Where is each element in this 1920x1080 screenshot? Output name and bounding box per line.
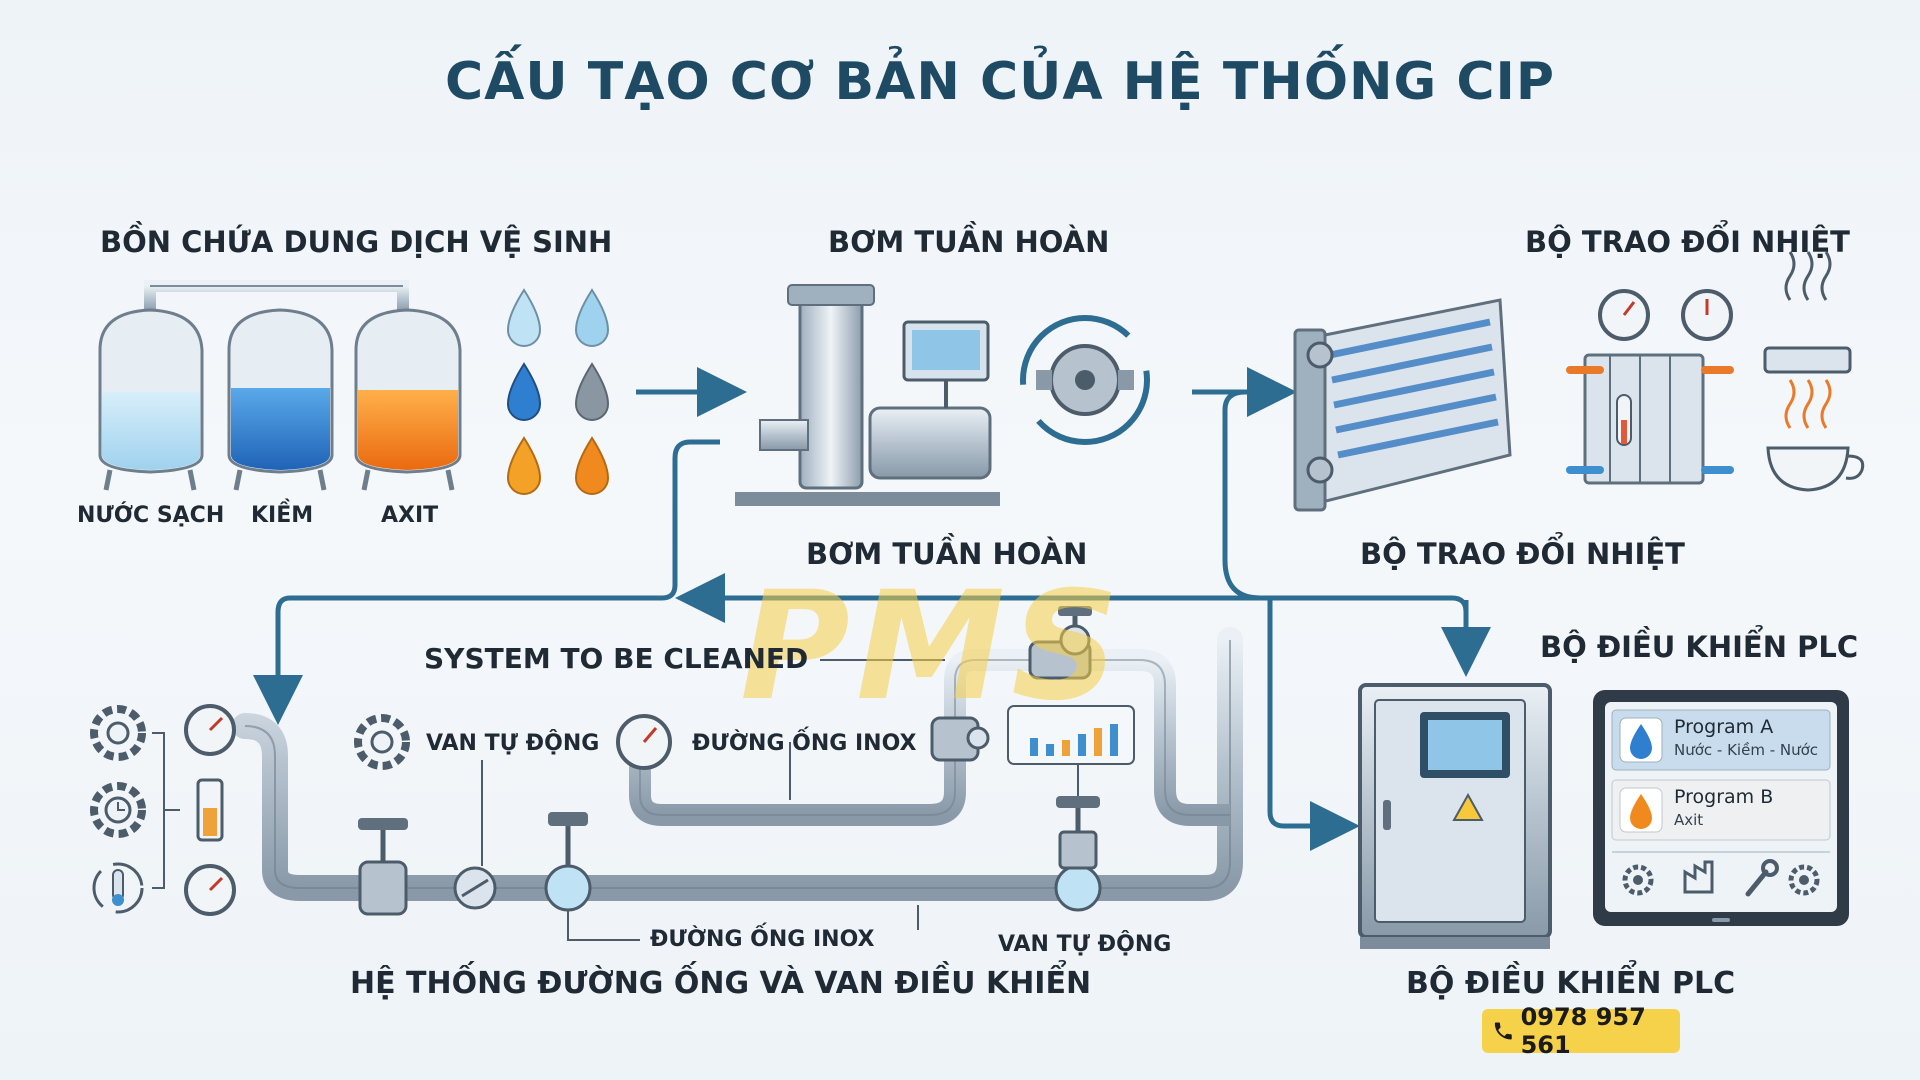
hot-cup-icon [1768,380,1863,490]
droplet-alkali-icon [508,364,540,420]
valve-label-1: VAN TỰ ĐỘNG [426,731,599,756]
plc-cabinet [1360,685,1550,949]
temperature-icon [94,864,142,912]
heat-exchanger-heading-bottom: BỘ TRAO ĐỔI NHIỆT [1360,537,1685,571]
valve-label-2: VAN TỰ ĐỘNG [998,932,1171,957]
droplet-acid-icon [508,438,540,494]
tanks-heading: BỒN CHỨA DUNG DỊCH VỆ SINH [100,225,612,259]
pipe-label-2: ĐƯỜNG ỐNG INOX [650,927,874,952]
pump-unit [735,285,1147,506]
tank-alkali [229,310,332,490]
automatic-valve-icon [546,812,590,910]
tank-connecting-pipe [150,286,403,312]
phone-number: 0978 957 561 [1521,1003,1680,1059]
manual-valve-icon [358,818,408,914]
tank-water [100,310,202,490]
droplets [508,290,608,494]
heat-waves-icon [1765,252,1850,372]
tank-label-alkali: KIỀM [251,503,313,528]
heat-exchanger-unit [1295,252,1863,510]
pump-heading-top: BƠM TUẦN HOÀN [828,225,1109,259]
plc-heading-bottom: BỘ ĐIỀU KHIỂN PLC [1406,966,1735,1001]
gear-icon [358,718,406,766]
gear-icon [94,709,142,757]
pipe-label-1: ĐƯỜNG ỐNG INOX [692,731,916,756]
check-valve-icon [455,868,495,908]
pump-heading-bottom: BƠM TUẦN HOÀN [806,537,1087,571]
droplet-acid-icon [576,438,608,494]
heat-exchanger-heading-top: BỘ TRAO ĐỔI NHIỆT [1525,225,1850,259]
phone-icon [1492,1018,1515,1044]
flow-arrow-to-plc [1270,600,1335,826]
program-a-name[interactable]: Program A [1674,716,1773,738]
program-a-detail: Nước - Kiềm - Nước [1674,741,1818,759]
gear-clock-icon [94,786,142,834]
droplet-water-icon [508,290,540,346]
system-to-be-cleaned-label: SYSTEM TO BE CLEANED [424,642,808,675]
tank-label-acid: AXIT [381,503,438,528]
automatic-valve-icon [1056,796,1100,910]
phone-badge[interactable]: 0978 957 561 [1482,1009,1680,1053]
plc-heading-top: BỘ ĐIỀU KHIỂN PLC [1540,630,1858,664]
page-title: CẤU TẠO CƠ BẢN CỦA HỆ THỐNG CIP [445,52,1555,112]
piping-heading: HỆ THỐNG ĐƯỜNG ỐNG VÀ VAN ĐIỀU KHIỂN [350,966,1091,1001]
tank-acid [356,310,460,490]
droplet-water-icon [576,290,608,346]
program-b-name[interactable]: Program B [1674,786,1773,808]
tank-group [100,286,460,490]
program-b-detail: Axit [1674,811,1703,829]
tank-label-water: NƯỚC SẠCH [77,503,224,528]
droplet-gray-icon [576,364,608,420]
